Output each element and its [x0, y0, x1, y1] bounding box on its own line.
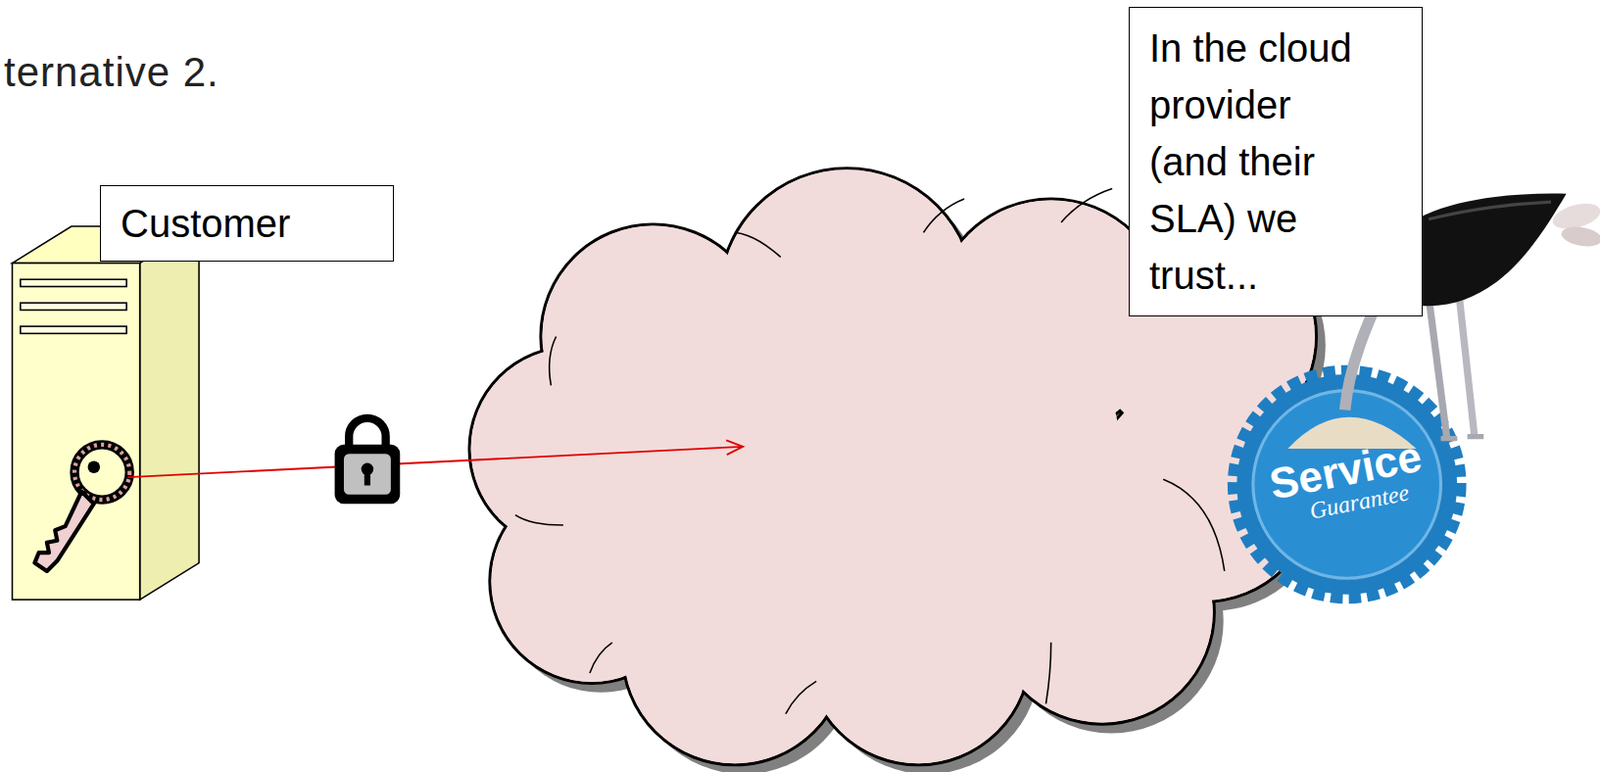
- key-transfer-arrow: [127, 439, 743, 478]
- cloud-inner-curves: [515, 189, 1225, 715]
- customer-label-box: Customer: [99, 185, 394, 262]
- callout-box: In the cloud provider (and their SLA) we…: [1128, 6, 1423, 317]
- server-icon: [11, 226, 199, 600]
- padlock-icon: [335, 418, 401, 504]
- slide-title: ternative 2.: [3, 48, 220, 97]
- key-icon: [34, 444, 130, 572]
- node-text: In the cloud provider (and their SLA) we…: [1149, 19, 1369, 304]
- node-text: Customer: [120, 186, 291, 261]
